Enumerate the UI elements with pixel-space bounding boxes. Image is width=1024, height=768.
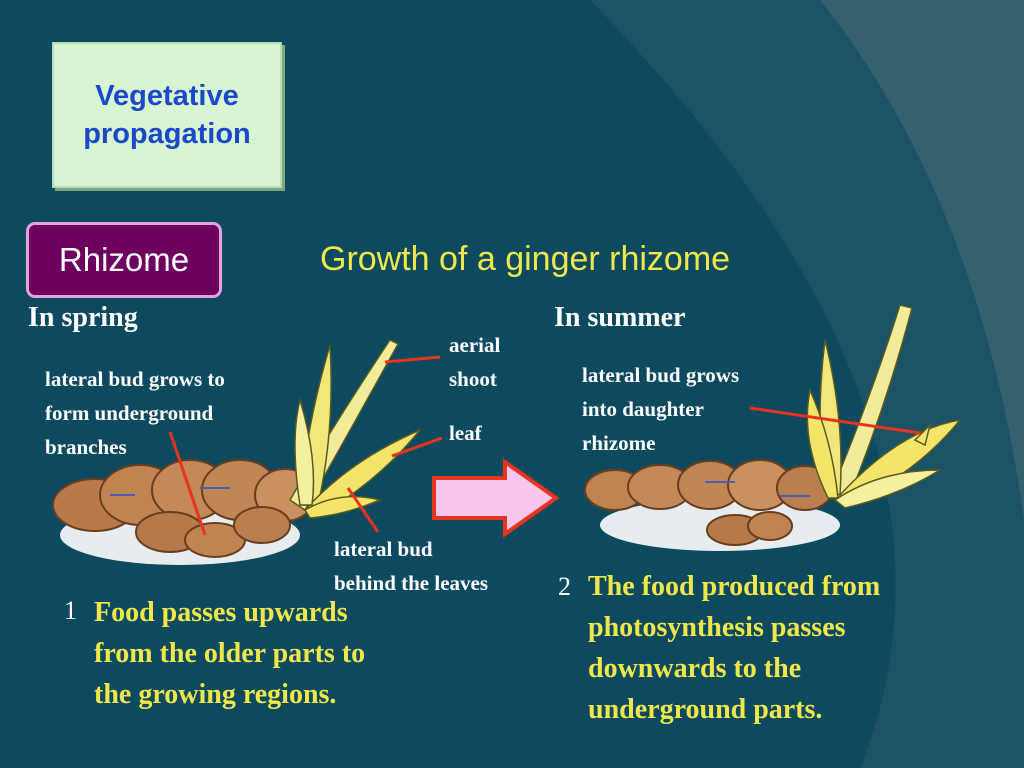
pointer-bud-behind-leaves — [346, 487, 380, 533]
label-lateral-bud-underground: lateral bud grows to form underground br… — [45, 367, 225, 459]
season-label-spring: In spring — [28, 302, 138, 333]
label-bud-behind-leaves: lateral bud behind the leaves — [334, 537, 489, 595]
pointer-lateral-bud-underground — [168, 431, 207, 536]
slide-title-box: Vegetative propagation — [52, 42, 282, 188]
slide-title: Vegetative propagation — [83, 80, 251, 150]
pointer-aerial-shoot — [384, 355, 441, 364]
label-leaf: leaf — [449, 421, 482, 445]
season-label-summer: In summer — [554, 302, 686, 333]
label-daughter-rhizome: lateral bud grows into daughter rhizome — [582, 363, 740, 455]
progression-arrow — [432, 458, 560, 538]
spring-rhizome-illustration — [52, 339, 421, 565]
label-aerial-shoot: aerial shoot — [449, 333, 501, 391]
rhizome-badge: Rhizome — [26, 222, 222, 298]
pointer-leaf — [391, 436, 443, 458]
caption-summer: The food produced from photosynthesis pa… — [588, 571, 881, 725]
caption-spring: Food passes upwards from the older parts… — [94, 597, 366, 710]
diagram-heading: Growth of a ginger rhizome — [320, 240, 731, 278]
step-number-2: 2 — [558, 572, 571, 601]
step-number-1: 1 — [64, 596, 77, 625]
pointer-daughter-rhizome — [749, 406, 921, 435]
